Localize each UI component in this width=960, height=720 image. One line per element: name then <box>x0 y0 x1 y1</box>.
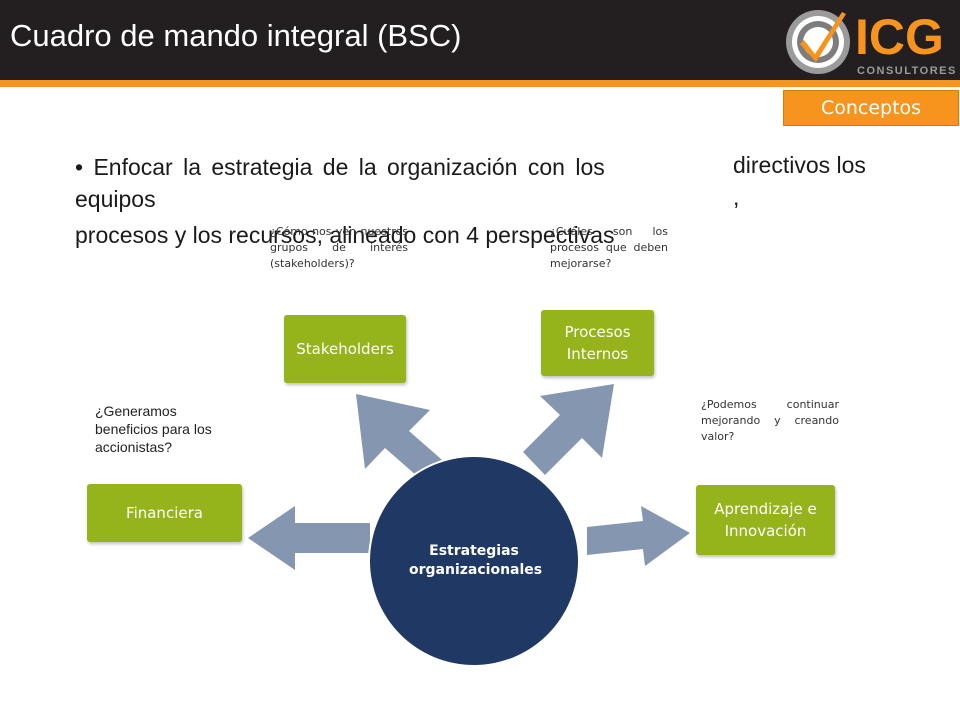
intro-line-2: equipos <box>75 186 156 212</box>
arrow-to-stakeholders <box>356 394 449 483</box>
box-financiera: Financiera <box>87 484 242 542</box>
question-procesos: ¿Cuáles son los procesos que deben mejor… <box>550 225 668 270</box>
intro-right-2: , <box>733 184 740 210</box>
intro-right-1: directivos los <box>733 152 866 178</box>
question-financiera: ¿Generamos beneficios para los accionist… <box>95 403 212 455</box>
arrow-to-financiera <box>248 506 370 570</box>
page-title: Cuadro de mando integral (BSC) <box>10 18 462 53</box>
intro-line-1: • Enfocar la estrategia de la organizaci… <box>75 154 605 180</box>
icg-logo: ICG CONSULTORES <box>786 9 957 77</box>
center-circle: Estrategias organizacionales <box>370 457 578 665</box>
arrow-to-procesos <box>523 384 614 475</box>
question-stakeholders: ¿Cómo nos ven nuestros grupos de interés… <box>270 225 408 270</box>
arrow-to-aprendizaje <box>587 506 690 566</box>
section-tag: Conceptos <box>783 90 959 126</box>
intro-line-3: procesos y los recursos, alineado con 4 … <box>75 222 615 248</box>
question-aprendizaje: ¿Podemos continuar mejorando y creando v… <box>701 398 839 443</box>
center-label: Estrategias organizacionales <box>409 543 543 578</box>
box-procesos-internos: Procesos Internos <box>541 310 654 376</box>
box-aprendizaje-innovacion: Aprendizaje e Innovación <box>696 485 835 555</box>
svg-text:ICG: ICG <box>855 9 944 65</box>
accent-divider <box>0 80 960 87</box>
svg-text:CONSULTORES: CONSULTORES <box>857 65 957 77</box>
box-stakeholders: Stakeholders <box>284 315 406 383</box>
